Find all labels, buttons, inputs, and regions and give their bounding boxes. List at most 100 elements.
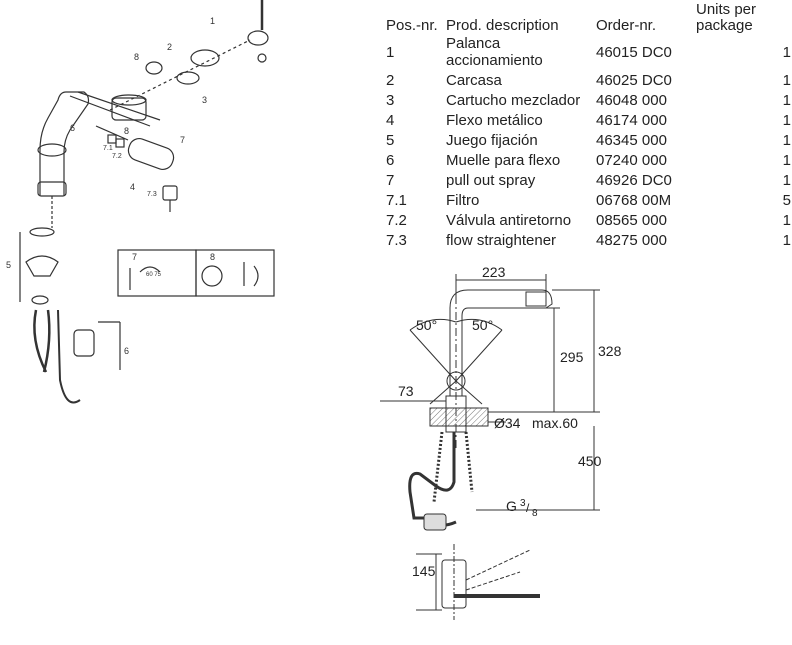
cell-desc: Palanca accionamiento — [446, 35, 543, 69]
dim-deck: max.60 — [532, 415, 578, 431]
table-row: 2 Carcasa 46025 DC0 1 — [386, 70, 791, 90]
spray-head-top — [525, 291, 547, 307]
hose-left — [432, 431, 444, 503]
callout-8-top: 8 — [134, 52, 139, 62]
cell-units: 1 — [782, 131, 791, 149]
table-row: 7.1 Filtro 06768 00M 5 — [386, 190, 791, 210]
callout-7-2: 7.2 — [112, 153, 122, 160]
cell-pos: 7.1 — [386, 191, 407, 209]
table-row: 7 pull out spray 46926 DC0 1 — [386, 170, 791, 190]
cell-units: 1 — [782, 211, 791, 229]
fixing-bracket — [25, 255, 59, 277]
dim-top-reach: 223 — [482, 264, 506, 280]
inset-label-7: 7 — [132, 252, 137, 262]
inset-dims: 60 75 — [146, 272, 162, 278]
header-order: Order-nr. — [596, 17, 657, 34]
seal-part-8 — [145, 61, 163, 75]
header-desc: Prod. description — [446, 17, 559, 34]
angle-line-right — [455, 329, 503, 382]
cell-pos: 5 — [386, 131, 395, 149]
cell-units: 1 — [782, 91, 791, 109]
spray-hose-connector — [95, 125, 129, 141]
cell-desc: Carcasa — [446, 71, 502, 89]
angle-arc-left — [409, 318, 457, 331]
table-row: 1 Palanca accionamiento 46015 DC0 1 — [386, 34, 791, 70]
dim-thread-num: 3 — [520, 498, 526, 509]
table-row: 7.3 flow straightener 48275 000 1 — [386, 230, 791, 250]
cell-desc: Cartucho mezclador — [446, 91, 581, 109]
callout-7-3: 7.3 — [147, 191, 157, 198]
cell-order: 48275 000 — [596, 231, 667, 249]
cell-desc: Muelle para flexo — [446, 151, 561, 169]
cell-order: 06768 00M — [596, 191, 672, 209]
cell-units: 1 — [782, 231, 791, 249]
cell-units: 1 — [782, 71, 791, 89]
cell-pos: 3 — [386, 91, 395, 109]
table-row: 6 Muelle para flexo 07240 000 1 — [386, 150, 791, 170]
table-header-row: Pos.-nr. Prod. description Order-nr. Uni… — [386, 0, 791, 35]
callout-7-1: 7.1 — [103, 145, 113, 152]
angle-line-left-low — [429, 380, 457, 405]
inset-8-tool — [243, 262, 259, 287]
callout-2: 2 — [167, 42, 172, 52]
valve-part-7-2 — [115, 138, 125, 148]
cell-pos: 6 — [386, 151, 395, 169]
lever-ball — [446, 371, 466, 391]
supply-hose-left — [33, 309, 48, 373]
cell-units: 1 — [782, 151, 791, 169]
faucet-spout-outline — [39, 91, 90, 196]
dim-lever-clearance: 145 — [412, 563, 436, 579]
table-row: 4 Flexo metálico 46174 000 1 — [386, 110, 791, 130]
spout-pull-line — [69, 95, 151, 127]
inset-label-8: 8 — [210, 252, 215, 262]
cell-order: 46345 000 — [596, 131, 667, 149]
cell-order: 46015 DC0 — [596, 43, 672, 61]
cell-desc: Válvula antiretorno — [446, 211, 572, 229]
inset-box-8 — [195, 249, 275, 297]
cartridge-top — [111, 94, 147, 106]
lever-swing-upper — [465, 549, 531, 581]
callout-8-mid: 8 — [124, 126, 129, 136]
cell-desc: Flexo metálico — [446, 111, 543, 129]
callout-1: 1 — [210, 16, 215, 26]
dim-height-total: 328 — [598, 343, 622, 359]
flex-hose-fitting — [162, 185, 178, 201]
deck-plate — [429, 407, 489, 427]
dim-height-spout: 295 — [560, 349, 584, 365]
cell-order: 46926 DC0 — [596, 171, 672, 189]
hose-right — [464, 431, 474, 493]
fixing-oring — [29, 227, 55, 237]
cell-order: 46174 000 — [596, 111, 667, 129]
table-row: 7.2 Válvula antiretorno 08565 000 1 — [386, 210, 791, 230]
angle-line-left — [409, 329, 457, 382]
parts-table: Pos.-nr. Prod. description Order-nr. Uni… — [386, 0, 791, 250]
dim-thread-slash: / — [526, 501, 530, 515]
header-units-line1: Units per — [696, 1, 757, 18]
cell-order: 46048 000 — [596, 91, 667, 109]
oring-part-3 — [176, 71, 200, 85]
faucet-body-top — [37, 143, 67, 157]
dim-angle-right: 50° — [472, 317, 493, 333]
cell-order: 46025 DC0 — [596, 71, 672, 89]
lever-swing-lower — [465, 571, 521, 591]
table-row: 3 Cartucho mezclador 46048 000 1 — [386, 90, 791, 110]
housing-part-2 — [190, 49, 220, 67]
dim-offset: 73 — [398, 383, 414, 399]
angle-line-right-low — [455, 380, 483, 405]
table-row: 5 Juego fijación 46345 000 1 — [386, 130, 791, 150]
cell-pos: 7 — [386, 171, 395, 189]
dim-hole: Ø34 — [494, 415, 521, 431]
supply-hose-right — [42, 309, 51, 373]
inset-7-spray — [129, 266, 161, 290]
spray-hose-loop — [57, 309, 81, 404]
cell-order: 07240 000 — [596, 151, 667, 169]
cell-pos: 1 — [386, 43, 395, 61]
cell-pos: 4 — [386, 111, 395, 129]
header-pos: Pos.-nr. — [386, 17, 438, 34]
cell-pos: 2 — [386, 71, 395, 89]
faucet-shank — [445, 395, 467, 433]
dim-hose: 450 — [578, 453, 602, 469]
angle-arc-right — [455, 318, 503, 331]
dimension-drawing: 223 50° 50° 295 328 73 Ø34 max.60 450 G … — [380, 264, 622, 620]
dim-angle-left: 50° — [416, 317, 437, 333]
